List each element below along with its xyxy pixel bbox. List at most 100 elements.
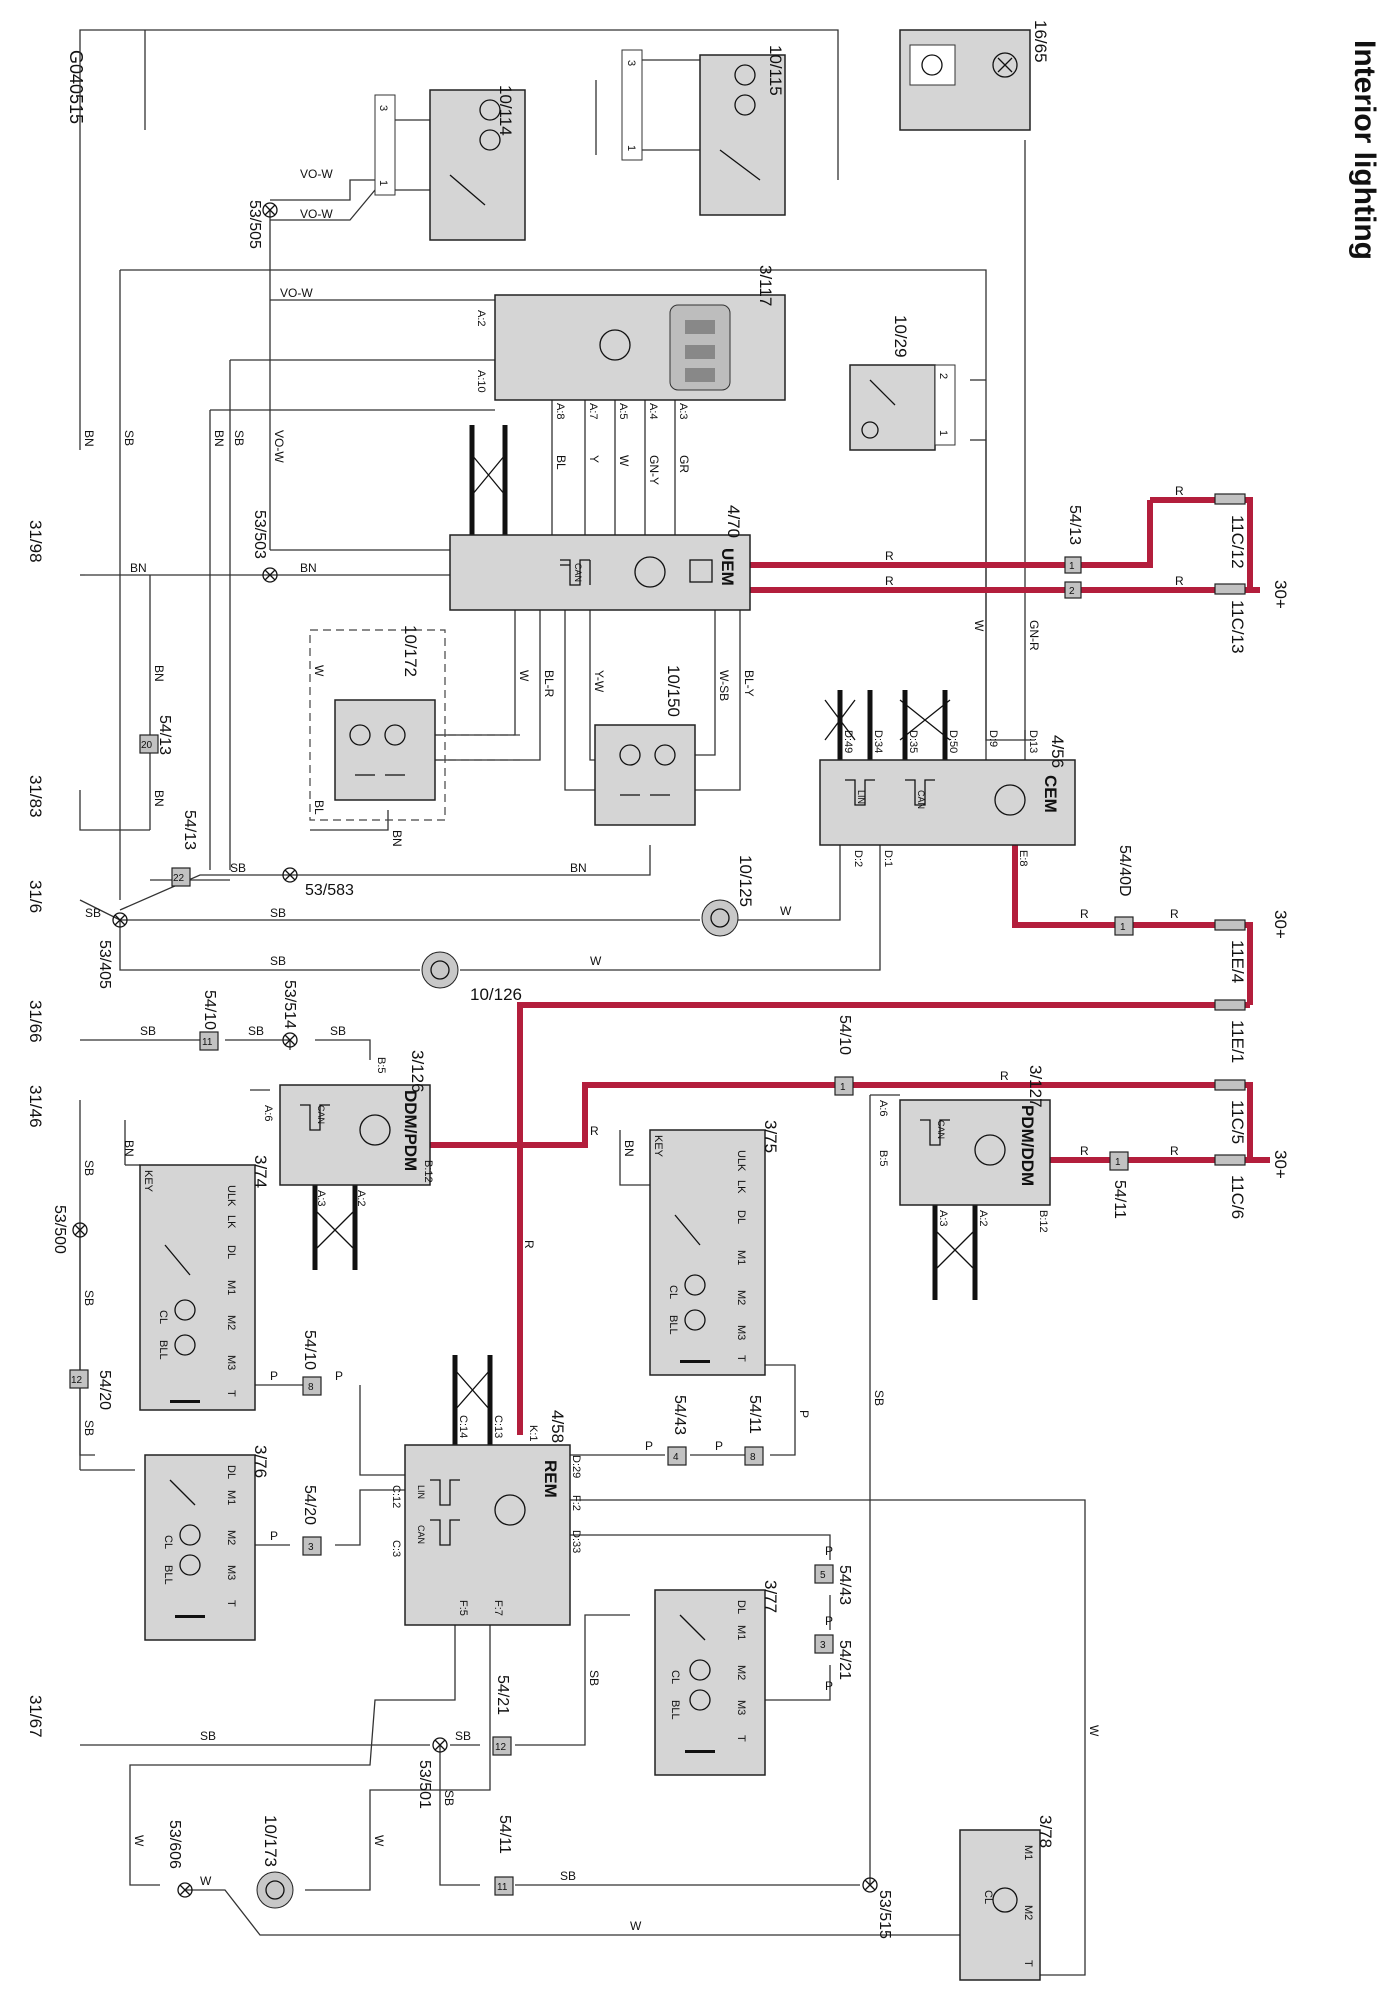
c3075-dl: DL — [735, 1210, 747, 1224]
c3076-m2: M2 — [225, 1530, 237, 1545]
c3076-t: T — [225, 1600, 237, 1607]
supply-30-c: 30+ — [1271, 1150, 1290, 1179]
fuse-54-11-c-id: 54/11 — [496, 1815, 513, 1854]
svg-text:SB: SB — [200, 1729, 216, 1743]
fuse-54-20-b-id: 54/20 — [301, 1485, 318, 1525]
lamp-10-114[interactable]: 10/114 3 1 — [374, 85, 526, 241]
cem-module[interactable]: CEM 4/56 LIN CAN — [819, 735, 1076, 846]
lamp-10-173[interactable]: 10/173 — [256, 1815, 294, 1909]
svg-text:2: 2 — [1069, 586, 1075, 597]
fuse-54-10-b-id: 54/10 — [836, 1015, 853, 1055]
splice-53-514: 53/514 — [281, 980, 298, 1048]
c3078-cl: CL — [982, 1890, 994, 1904]
c3074-dl: DL — [225, 1245, 237, 1259]
l1029-id: 10/29 — [891, 315, 910, 358]
svg-text:P: P — [335, 1369, 343, 1383]
uem-module[interactable]: UEM 4/70 CAN — [449, 505, 751, 611]
svg-text:F:2: F:2 — [570, 1495, 582, 1511]
c3077-dl: DL — [735, 1600, 747, 1614]
svg-text:4: 4 — [673, 1452, 679, 1463]
lamp-10-126[interactable]: 10/126 — [421, 951, 522, 1004]
svg-text:SB: SB — [455, 1729, 471, 1743]
svg-text:5: 5 — [820, 1570, 826, 1581]
c3076-bll: BLL — [162, 1565, 174, 1585]
ddm-module[interactable]: DDM/PDM 3/126 CAN — [279, 1050, 431, 1186]
svg-text:K:1: K:1 — [527, 1425, 539, 1442]
c3074-bll: BLL — [157, 1340, 169, 1360]
rem-id: 4/58 — [548, 1410, 567, 1443]
fuse-54-10-c: 854/10 — [301, 1330, 322, 1396]
door-lock-3-76[interactable]: 3/76 DL M1 M2 M3 T CL BLL — [144, 1445, 270, 1641]
supply-30-b: 30+ — [1271, 910, 1290, 939]
fuse-54-13-d-id: 54/13 — [181, 810, 198, 850]
splice-53-405-label: 53/405 — [96, 940, 113, 989]
fuse-54-11-b: 854/11 — [744, 1395, 764, 1466]
c3076-m1: M1 — [225, 1490, 237, 1505]
svg-text:Y: Y — [587, 455, 601, 463]
ground-31-46: 31/46 — [26, 1085, 45, 1128]
switch-10-29[interactable]: 10/29 2 1 — [849, 315, 956, 451]
splice-53-515-label: 53/515 — [876, 1890, 893, 1939]
svg-text:D:2: D:2 — [852, 850, 864, 867]
svg-text:D:33: D:33 — [570, 1530, 582, 1553]
svg-text:BN: BN — [152, 790, 166, 807]
c3074-m1: M1 — [225, 1280, 237, 1295]
svg-text:F:5: F:5 — [457, 1600, 469, 1616]
svg-text:W: W — [590, 954, 602, 968]
cem-id: 4/56 — [1048, 735, 1067, 768]
fuse-54-40d: 154/40D — [1114, 845, 1134, 936]
splice-53-505-label: 53/505 — [246, 200, 263, 249]
svg-text:W: W — [312, 665, 326, 677]
l10172-id: 10/172 — [401, 625, 420, 677]
ddm-id: 3/126 — [408, 1050, 427, 1093]
svg-text:A:8: A:8 — [554, 403, 566, 420]
door-lock-3-75[interactable]: 3/75 KEY ULK LK DL M1 M2 M3 T CL BLL — [649, 1120, 780, 1376]
svg-text:R: R — [1000, 1069, 1009, 1083]
c3077-m3: M3 — [735, 1700, 747, 1715]
svg-text:11: 11 — [497, 1882, 508, 1893]
lamp-10-125[interactable]: 10/125 — [701, 855, 755, 937]
door-lock-3-74[interactable]: 3/74 KEY ULK LK DL M1 M2 M3 T CL BLL — [139, 1155, 270, 1411]
splice-53-606-label: 53/606 — [166, 1820, 183, 1869]
lamp-10-115[interactable]: 10/115 3 1 — [621, 45, 786, 216]
svg-text:A:2: A:2 — [355, 1190, 367, 1207]
svg-text:D:34: D:34 — [872, 730, 884, 753]
svg-text:1: 1 — [840, 1082, 846, 1093]
uem-label: UEM — [718, 548, 737, 586]
svg-text:BN: BN — [122, 1140, 136, 1157]
fuse-54-10-c-id: 54/10 — [301, 1330, 318, 1370]
svg-text:BL: BL — [312, 800, 326, 815]
lamp-10-150[interactable]: 10/150 — [594, 665, 696, 826]
c3077-t: T — [735, 1735, 747, 1742]
pdm-module[interactable]: PDM/DDM 3/127 CAN — [899, 1065, 1051, 1206]
svg-text:R: R — [885, 574, 894, 588]
tailgate-lock-3-78[interactable]: 3/78 M1 M2 CL T — [959, 1815, 1055, 1981]
connector-11c12: 11C/12 — [1228, 515, 1247, 569]
splice-53-501-label: 53/501 — [416, 1760, 433, 1809]
svg-text:SB: SB — [248, 1024, 264, 1038]
splice-53-583-label: 53/583 — [305, 882, 354, 899]
lamp-10-172[interactable]: 10/172 — [334, 625, 436, 801]
module-16-65[interactable]: 16/65 — [899, 20, 1050, 131]
fuse-54-21-a-id: 54/21 — [494, 1675, 511, 1715]
svg-text:A:2: A:2 — [977, 1210, 989, 1227]
l10173-id: 10/173 — [261, 1815, 280, 1867]
svg-text:R: R — [590, 1124, 599, 1138]
svg-text:W: W — [200, 1874, 212, 1888]
grounds: 31/98 31/83 31/6 31/66 31/46 31/67 — [26, 520, 45, 1738]
svg-text:BN: BN — [300, 561, 317, 575]
door-lock-3-77[interactable]: 3/77 DL M1 M2 M3 T CL BLL — [654, 1580, 780, 1776]
svg-text:A:6: A:6 — [262, 1105, 274, 1122]
pdm-id: 3/127 — [1026, 1065, 1045, 1108]
control-panel-3-117[interactable]: 3/117 — [494, 265, 786, 401]
c3077-id: 3/77 — [761, 1580, 780, 1613]
c3074-lk: LK — [225, 1215, 237, 1229]
svg-text:A:6: A:6 — [877, 1100, 889, 1117]
svg-text:C:3: C:3 — [390, 1540, 402, 1557]
rem-module[interactable]: REM 4/58 LIN CAN — [404, 1410, 571, 1626]
ddm-label: DDM/PDM — [401, 1090, 420, 1171]
svg-text:P: P — [270, 1529, 278, 1543]
svg-text:VO-W: VO-W — [272, 430, 286, 463]
